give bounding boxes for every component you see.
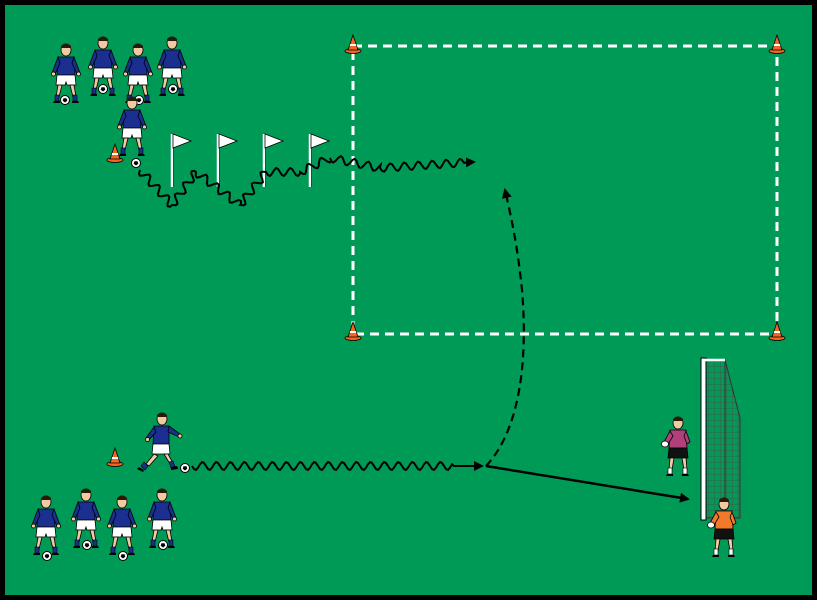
soccer-ball-icon bbox=[82, 540, 92, 550]
soccer-ball-icon bbox=[60, 95, 70, 105]
soccer-ball-icon bbox=[98, 84, 108, 94]
soccer-ball-icon bbox=[131, 158, 141, 168]
soccer-ball-icon bbox=[180, 463, 190, 473]
soccer-ball-icon bbox=[168, 84, 178, 94]
goal-frame-icon bbox=[700, 357, 741, 521]
soccer-ball-icon bbox=[118, 551, 128, 561]
dribble-straight-path bbox=[191, 460, 484, 472]
target-zone bbox=[351, 44, 779, 336]
pitch-surface bbox=[5, 5, 812, 595]
dribble-slalom-path bbox=[137, 154, 476, 208]
soccer-ball-icon bbox=[42, 551, 52, 561]
shot-on-goal-path bbox=[485, 464, 690, 503]
soccer-ball-icon bbox=[158, 540, 168, 550]
run-to-zone-path bbox=[485, 188, 525, 467]
